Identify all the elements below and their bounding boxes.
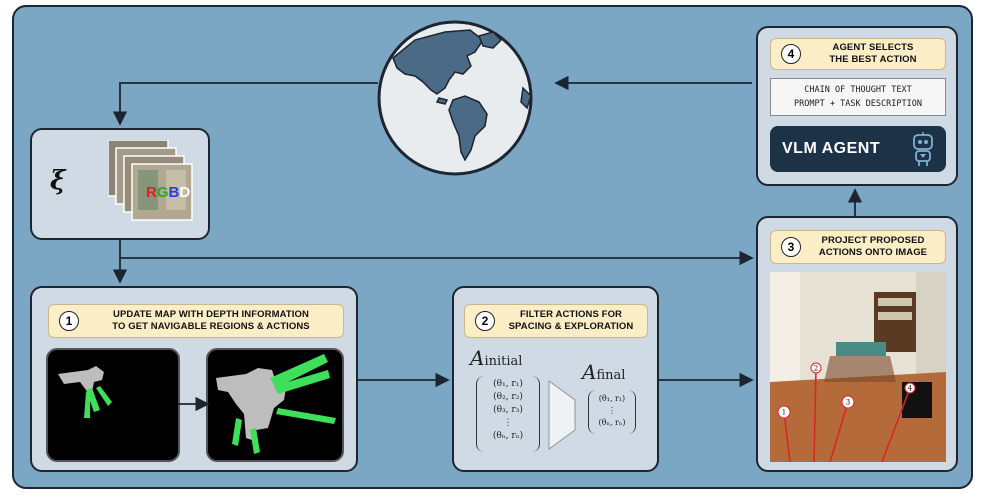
state-symbol: ξ [50,166,66,196]
a-final-item: (θ₁, r₁) [598,394,626,403]
step4-title-line2: THE BEST ACTION [829,54,917,65]
action-marker: 4 [908,385,913,393]
a-final-item: ⋮ [608,406,616,415]
step3-title-line1: PROJECT PROPOSED [821,235,925,246]
step1-title-line1: UPDATE MAP WITH DEPTH INFORMATION [113,309,309,320]
step1-title-line2: TO GET NAVIGABLE REGIONS & ACTIONS [112,321,310,332]
prompt-line1: CHAIN OF THOUGHT TEXT [804,85,912,95]
a-initial-item: ⋮ [503,418,513,428]
a-final-heading: Afinal [582,360,625,384]
step4-number: 4 [781,44,801,64]
map-after-image [206,348,344,462]
action-marker: 2 [814,365,818,373]
prompt-box: CHAIN OF THOUGHT TEXT PROMPT + TASK DESC… [770,78,946,116]
prompt-line2: PROMPT + TASK DESCRIPTION [794,99,922,109]
step2-title-line1: FILTER ACTIONS FOR [519,309,623,320]
a-final-item: (θₙ, rₙ) [598,418,626,427]
rgbd-frames-image [108,140,193,221]
action-marker: 3 [846,399,850,407]
rgbd-label: RGBD [146,184,190,201]
a-initial-heading: Ainitial [470,346,522,370]
projected-actions-image: 1 2 3 4 [770,272,946,462]
globe-icon [377,20,533,176]
robot-icon [913,132,933,166]
a-final-set: (θ₁, r₁) ⋮ (θₙ, rₙ) [588,390,636,434]
step4-title-line1: AGENT SELECTS [832,42,914,53]
a-initial-subscript: initial [484,354,523,369]
filter-funnel-icon [548,380,576,450]
a-final-subscript: final [596,368,626,383]
rgbd-letter-g: G [156,184,169,201]
a-final-symbol: A [582,360,597,384]
a-initial-item: (θ₃, r₃) [493,405,523,415]
observation-panel: ξ RGBD [30,128,210,240]
step3-title-line2: ACTIONS ONTO IMAGE [818,247,928,258]
a-initial-set: (θ₁, r₁) (θ₂, r₂) (θ₃, r₃) ⋮ (θₙ, rₙ) [476,376,540,452]
rgbd-letter-b: B [168,184,180,201]
arrow-world-to-observation [112,82,378,126]
a-initial-item: (θ₂, r₂) [493,392,523,402]
step2-title-line2: SPACING & EXPLORATION [508,321,634,332]
step3-number: 3 [781,237,801,257]
action-marker: 1 [782,409,786,417]
vlm-agent-box: VLM AGENT [770,126,946,172]
a-initial-item: (θₙ, rₙ) [492,431,524,441]
step2-number: 2 [475,311,495,331]
rgbd-letter-d: D [179,184,191,201]
map-before-image [46,348,180,462]
vlm-agent-label: VLM AGENT [782,140,881,157]
step1-number: 1 [59,311,79,331]
rgbd-letter-r: R [146,184,157,201]
a-initial-symbol: A [470,346,485,370]
a-initial-item: (θ₁, r₁) [493,379,523,389]
